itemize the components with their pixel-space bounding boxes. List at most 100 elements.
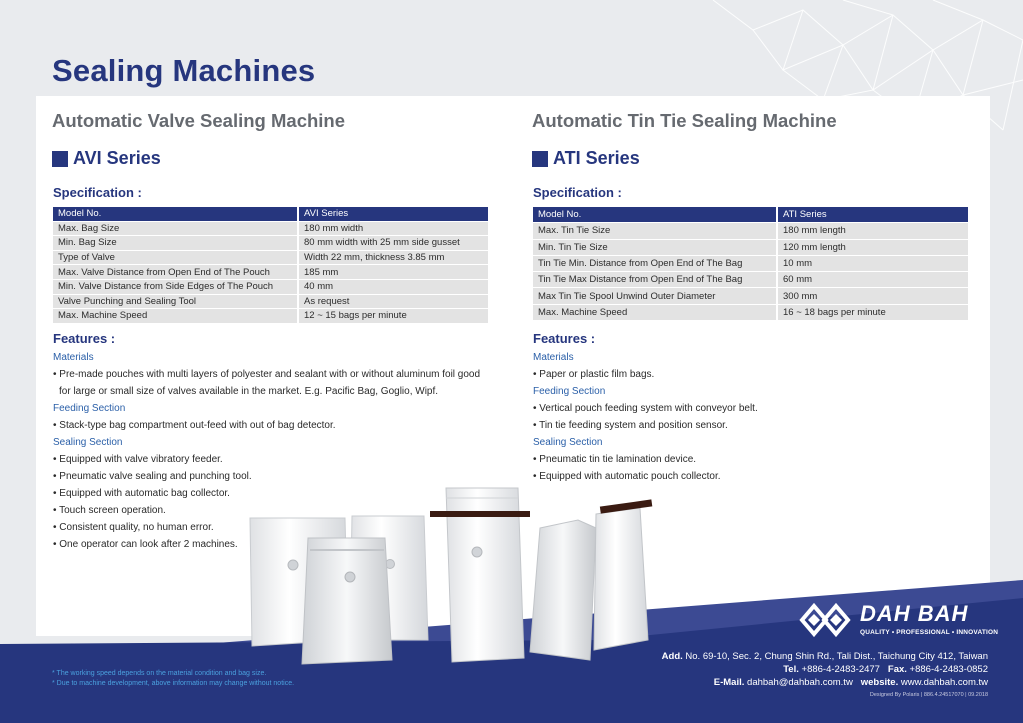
materials-label: Materials xyxy=(53,352,94,363)
address-label: Add. xyxy=(661,651,683,662)
table-cell: AVI Series xyxy=(299,207,488,221)
address-line: Add. No. 69-10, Sec. 2, Chung Shin Rd., … xyxy=(662,650,988,663)
feeding-section-label: Feeding Section xyxy=(533,386,606,397)
contact-info: Add. No. 69-10, Sec. 2, Chung Shin Rd., … xyxy=(662,650,988,689)
address-value: No. 69-10, Sec. 2, Chung Shin Rd., Tali … xyxy=(685,651,988,662)
list-item: • Pre-made pouches with multi layers of … xyxy=(53,369,481,397)
footnotes: * The working speed depends on the mater… xyxy=(52,669,294,689)
tin-tie-strip xyxy=(430,511,530,517)
series-label: ATI Series xyxy=(553,148,640,168)
series-square-icon xyxy=(532,150,548,167)
list-item: • Equipped with automatic pouch collecto… xyxy=(533,471,721,482)
header-background xyxy=(0,0,1023,100)
table-cell: 185 mm xyxy=(299,265,488,279)
fax-label: Fax. xyxy=(887,664,907,675)
series-heading: AVI Series xyxy=(52,148,161,169)
table-cell: As request xyxy=(299,294,488,309)
tel-label: Tel. xyxy=(783,664,799,675)
email-link[interactable]: dahbah@dahbah.com.tw xyxy=(747,677,853,688)
table-cell: 60 mm xyxy=(778,272,968,288)
tel-value: +886-4-2483-2477 xyxy=(801,664,880,675)
list-item: • Consistent quality, no human error. xyxy=(53,522,214,533)
brand-tagline: QUALITY • PROFESSIONAL • INNOVATION xyxy=(860,629,999,636)
table-header-row: Model No.ATI Series xyxy=(533,207,968,223)
website-label: website. xyxy=(860,677,899,688)
table-cell: Tin Tie Min. Distance from Open End of T… xyxy=(533,255,778,272)
table-cell: 40 mm xyxy=(299,279,488,294)
list-item: • Tin tie feeding system and position se… xyxy=(533,420,728,431)
list-item: • Pneumatic valve sealing and punching t… xyxy=(53,471,252,482)
table-cell: ATI Series xyxy=(778,207,968,223)
email-label: E-Mail. xyxy=(713,677,745,688)
table-cell: 180 mm length xyxy=(778,223,968,239)
web-line: E-Mail. dahbah@dahbah.com.tw website. ww… xyxy=(662,676,988,689)
table-cell: 16 ~ 18 bags per minute xyxy=(778,304,968,321)
phone-line: Tel. +886-4-2483-2477 Fax. +886-4-2483-0… xyxy=(662,663,988,676)
table-cell: Min. Bag Size xyxy=(53,236,299,250)
table-cell: 12 ~ 15 bags per minute xyxy=(299,309,488,323)
feeding-section-label: Feeding Section xyxy=(53,403,126,414)
table-cell: Model No. xyxy=(53,207,299,221)
table-row: Tin Tie Max Distance from Open End of Th… xyxy=(533,272,968,288)
table-row: Tin Tie Min. Distance from Open End of T… xyxy=(533,255,968,272)
page-title: Sealing Machines xyxy=(52,53,316,88)
table-cell: 120 mm length xyxy=(778,239,968,255)
footnote: * The working speed depends on the mater… xyxy=(52,670,267,677)
series-label: AVI Series xyxy=(73,148,161,168)
list-item: • Touch screen operation. xyxy=(53,505,166,516)
table-cell: Max. Machine Speed xyxy=(53,309,299,323)
series-square-icon xyxy=(52,150,68,167)
table-cell: Max. Tin Tie Size xyxy=(533,223,778,239)
specification-heading: Specification : xyxy=(53,185,142,200)
table-cell: Model No. xyxy=(533,207,778,223)
table-header-row: Model No.AVI Series xyxy=(53,207,488,221)
sealing-section-label: Sealing Section xyxy=(53,437,123,448)
table-row: Min. Valve Distance from Side Edges of T… xyxy=(53,279,488,294)
table-cell: Max. Bag Size xyxy=(53,221,299,236)
table-cell: 300 mm xyxy=(778,288,968,304)
list-item: • Paper or plastic film bags. xyxy=(533,369,655,380)
features-heading: Features : xyxy=(53,331,116,346)
features-section: Features : Materials • Pre-made pouches … xyxy=(53,329,493,553)
features-heading: Features : xyxy=(533,331,596,346)
table-cell: 10 mm xyxy=(778,255,968,272)
website-link[interactable]: www.dahbah.com.tw xyxy=(900,677,988,688)
features-section: Features : Materials • Paper or plastic … xyxy=(533,329,969,485)
list-item: • Vertical pouch feeding system with con… xyxy=(533,403,758,414)
company-logo: DAH BAH QUALITY • PROFESSIONAL • INNOVAT… xyxy=(798,602,998,640)
table-row: Max. Valve Distance from Open End of The… xyxy=(53,265,488,279)
designer-credit: Designed By Polaris | 886.4.24517070 | 0… xyxy=(869,692,988,698)
table-cell: Valve Punching and Sealing Tool xyxy=(53,294,299,309)
brand-name: DAH BAH xyxy=(860,601,969,626)
table-cell: Max. Machine Speed xyxy=(533,304,778,321)
series-heading: ATI Series xyxy=(532,148,640,169)
list-item: • Equipped with automatic bag collector. xyxy=(53,488,230,499)
table-cell: Min. Valve Distance from Side Edges of T… xyxy=(53,279,299,294)
list-item: • One operator can look after 2 machines… xyxy=(53,539,238,550)
specification-heading: Specification : xyxy=(533,185,622,200)
table-cell: Max Tin Tie Spool Unwind Outer Diameter xyxy=(533,288,778,304)
machine-title: Automatic Tin Tie Sealing Machine xyxy=(532,110,837,131)
table-cell: Min. Tin Tie Size xyxy=(533,239,778,255)
dah-bah-logo-icon xyxy=(799,602,851,638)
table-cell: Max. Valve Distance from Open End of The… xyxy=(53,265,299,279)
sealing-section-label: Sealing Section xyxy=(533,437,603,448)
list-item: • Stack-type bag compartment out-feed wi… xyxy=(53,420,336,431)
table-cell: Type of Valve xyxy=(53,250,299,265)
machine-title: Automatic Valve Sealing Machine xyxy=(52,110,346,131)
fax-value: +886-4-2483-0852 xyxy=(909,664,988,675)
list-item: • Equipped with valve vibratory feeder. xyxy=(53,454,223,465)
table-cell: 80 mm width with 25 mm side gusset xyxy=(299,236,488,250)
footnote: * Due to machine development, above info… xyxy=(52,680,295,687)
